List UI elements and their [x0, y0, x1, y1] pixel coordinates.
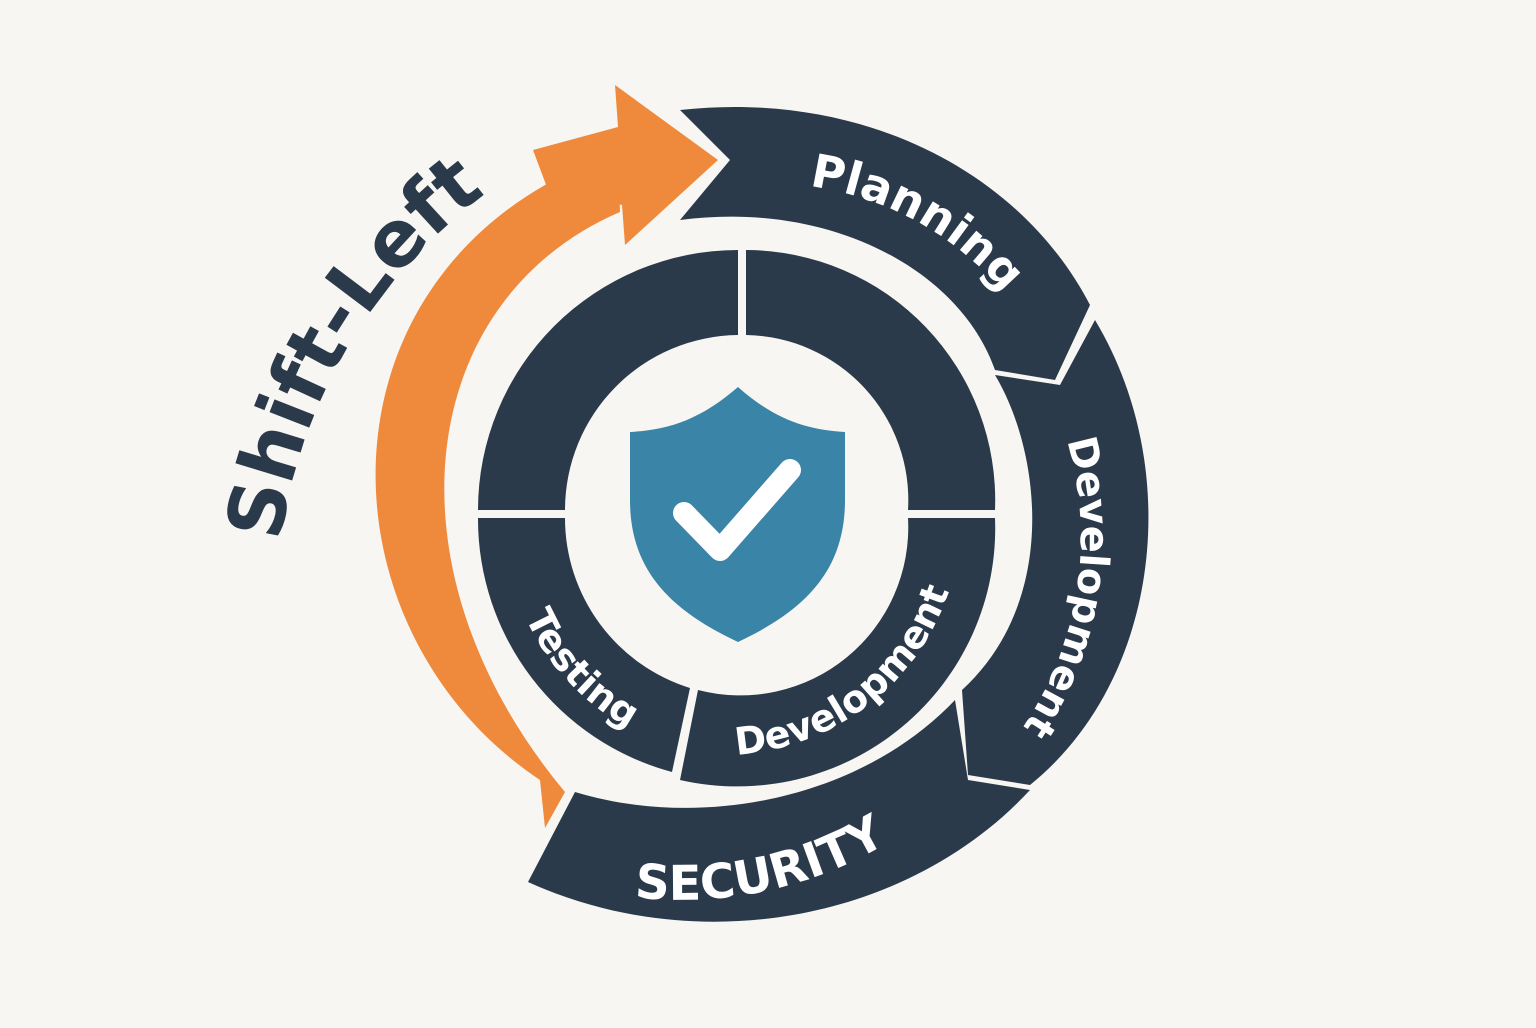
inner-segment-testing	[477, 518, 690, 772]
outer-segment-planning	[680, 106, 1090, 380]
inner-segment-top-right	[746, 250, 996, 510]
shield-check-icon	[630, 387, 845, 642]
inner-segment-top-left	[478, 250, 738, 510]
outer-segment-security	[528, 700, 1030, 922]
outer-ring	[528, 106, 1149, 922]
inner-ring	[477, 250, 996, 787]
shift-left-arrow	[375, 85, 718, 828]
outer-segment-development	[962, 320, 1149, 785]
inner-segment-development	[680, 518, 996, 787]
